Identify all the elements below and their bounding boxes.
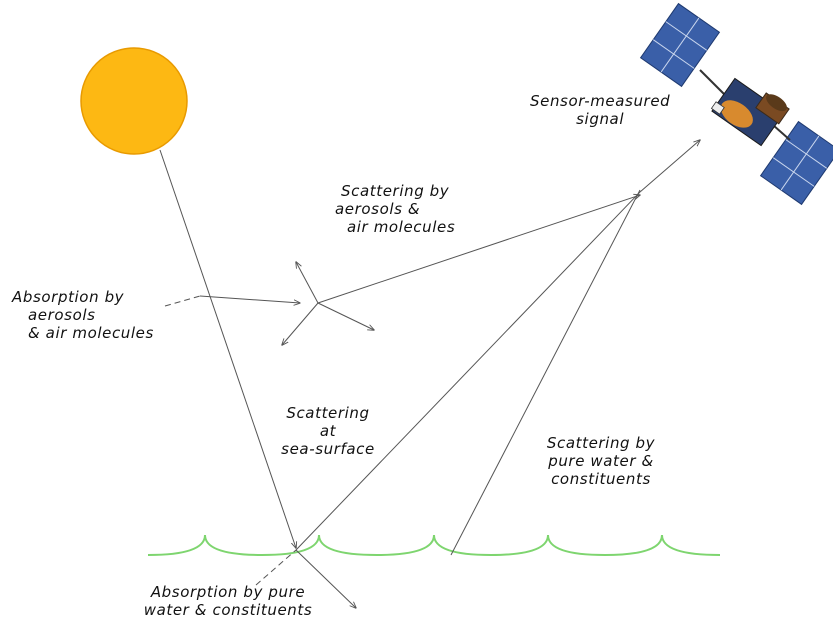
wave-icon: [147, 534, 721, 557]
surface-ray-to-sensor: [295, 191, 641, 551]
scatter-ray-down-left: [282, 302, 319, 345]
satellite-icon: [639, 2, 833, 206]
label-scattering-aerosols: Scattering by aerosols & air molecules: [335, 182, 456, 236]
scatter-ray-down-right: [317, 302, 374, 330]
sun-icon: [80, 47, 188, 155]
ray-absorb-atmos-dash: [164, 295, 201, 307]
ray-sun-to-sea: [159, 149, 296, 548]
label-absorption-pure-water: Absorption by pure water & constituents: [143, 583, 313, 619]
label-absorption-aerosols: Absorption by aerosols & air molecules: [12, 288, 154, 342]
ray-absorb-water-dash: [255, 549, 297, 586]
ray-to-sensor: [639, 140, 700, 193]
scatter-ray-up: [296, 262, 319, 304]
ray-into-aerosol: [199, 295, 300, 303]
scatter-ray-to-sensor-atmos: [317, 195, 640, 304]
water-ray-to-sensor: [450, 189, 641, 556]
label-scattering-pure-water: Scattering by pure water & constituents: [546, 434, 656, 488]
label-scattering-sea-surface: Scattering at sea-surface: [281, 404, 375, 458]
label-sensor-measured-signal: Sensor-measured signal: [530, 92, 671, 128]
ray-into-water: [295, 549, 356, 608]
